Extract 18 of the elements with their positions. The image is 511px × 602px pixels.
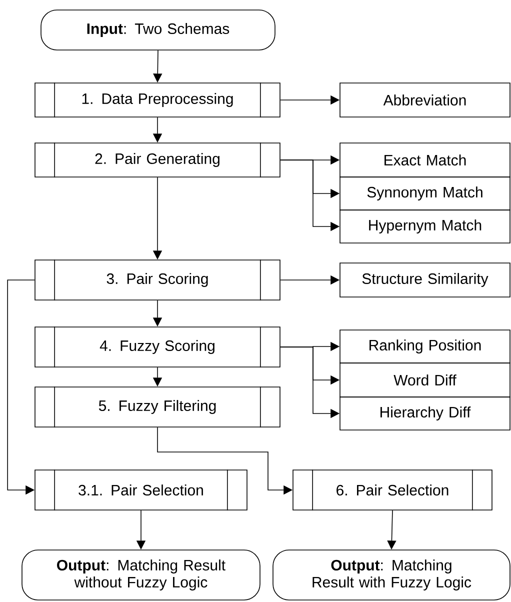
method-box: Synnonym Match — [340, 176, 510, 210]
method-box: Exact Match — [340, 142, 510, 178]
method-box: Structure Similarity — [340, 262, 510, 298]
process-box: 5. Fuzzy Filtering — [34, 386, 280, 428]
method-box: Word Diff — [340, 362, 510, 398]
terminal-box: Input: Two Schemas — [40, 10, 276, 50]
method-box: Hypernym Match — [340, 210, 510, 244]
terminal-box: Output: Matching Result with Fuzzy Logic — [272, 550, 510, 600]
method-box: Hierarchy Diff — [340, 396, 510, 430]
method-box: Abbreviation — [340, 82, 510, 118]
method-box: Ranking Position — [340, 330, 510, 364]
process-box: 3. Pair Scoring — [34, 259, 280, 301]
terminal-box: Output: Matching Result without Fuzzy Logic — [22, 550, 260, 600]
process-box: 1. Data Preprocessing — [34, 82, 280, 118]
process-box: 6. Pair Selection — [292, 469, 492, 511]
process-box: 3.1. Pair Selection — [34, 469, 248, 511]
process-box: 4. Fuzzy Scoring — [34, 326, 280, 368]
process-box: 2. Pair Generating — [34, 142, 280, 178]
